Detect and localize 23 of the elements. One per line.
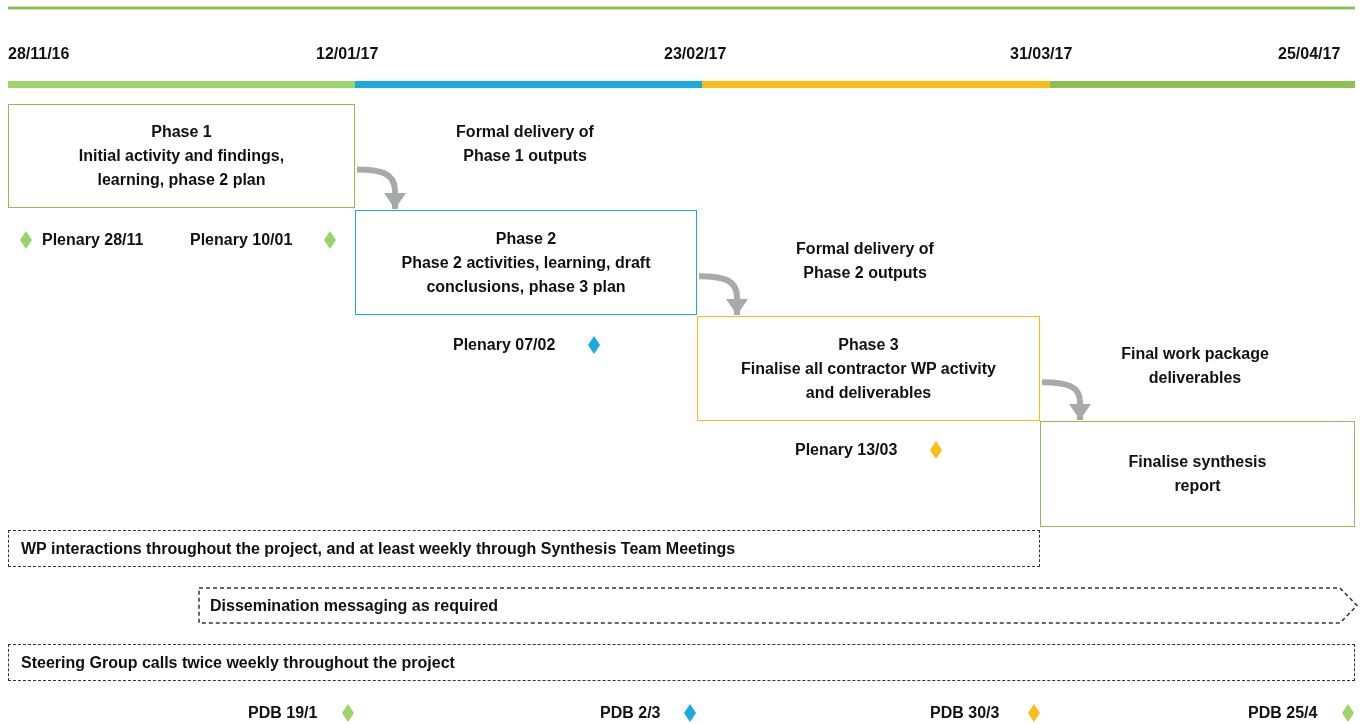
plenary-label: Plenary 10/01	[190, 230, 293, 250]
plenary-label: Plenary 13/03	[795, 440, 898, 460]
milestone-label: PDB 30/3	[930, 703, 1000, 723]
plenary-label: Plenary 07/02	[453, 335, 556, 355]
date-label: 28/11/16	[8, 44, 70, 64]
activity-banner: Dissemination messaging as required	[198, 587, 1358, 624]
date-label: 23/02/17	[664, 44, 727, 64]
milestone-label: PDB 2/3	[600, 703, 661, 723]
date-label: 12/01/17	[316, 44, 379, 64]
date-label: 31/03/17	[1010, 44, 1073, 64]
activity-bar: Steering Group calls twice weekly throughout the project	[8, 644, 1355, 681]
phase-box: Phase 2 Phase 2 activities, learning, draft conclusions, phase 3 plan	[355, 210, 697, 315]
plenary-label: Plenary 28/11	[42, 230, 144, 250]
activity-bar: WP interactions throughout the project, and at least weekly through Synthesis Team Meetings	[8, 530, 1040, 567]
curved-arrow	[698, 273, 745, 315]
milestone-label: PDB 25/4	[1248, 703, 1318, 723]
phase-box: Phase 1 Initial activity and findings, learning, phase 2 plan	[8, 104, 355, 208]
date-label: 25/04/17	[1278, 44, 1341, 64]
curved-arrow	[1041, 379, 1088, 420]
curved-arrow	[356, 166, 403, 209]
phase-box: Phase 3 Finalise all contractor WP activity and deliverables	[697, 316, 1040, 421]
milestone-label: PDB 19/1	[248, 703, 318, 723]
phase-box: Finalise synthesis report	[1040, 421, 1355, 527]
